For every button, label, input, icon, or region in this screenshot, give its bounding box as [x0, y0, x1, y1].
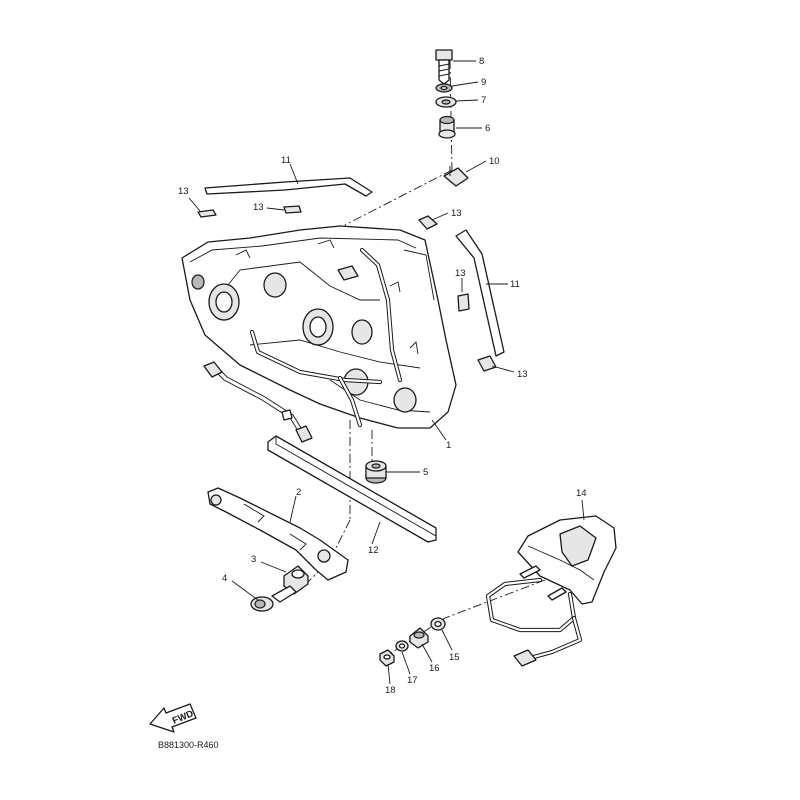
part-16-grommet	[409, 627, 429, 649]
part-13-pads	[197, 205, 497, 372]
diagram-code: B881300-R460	[158, 740, 219, 750]
label-18: 18	[385, 685, 396, 696]
label-13-d: 13	[455, 268, 466, 279]
label-15: 15	[449, 652, 460, 663]
part-14-license-lamp	[485, 515, 617, 667]
label-7: 7	[481, 95, 486, 106]
part-18-nut	[379, 649, 395, 667]
label-14: 14	[576, 488, 587, 499]
label-5: 5	[423, 467, 428, 478]
label-16: 16	[429, 663, 440, 674]
part-8-bolt	[435, 49, 453, 85]
part-10-nut-clip	[443, 166, 469, 187]
label-9: 9	[481, 77, 486, 88]
label-1: 1	[446, 440, 451, 451]
fwd-arrow-icon: FWD	[149, 703, 197, 733]
label-13-c: 13	[451, 208, 462, 219]
label-8: 8	[479, 56, 484, 67]
label-13-e: 13	[517, 369, 528, 380]
part-1-tail-light-housing	[181, 225, 457, 429]
label-11-side: 11	[510, 279, 520, 290]
label-13-b: 13	[253, 202, 264, 213]
part-9-washer	[435, 83, 453, 93]
wire-harness-left	[203, 361, 313, 443]
part-17-washer	[395, 640, 409, 652]
label-3: 3	[251, 554, 256, 565]
part-11-upper-strip	[204, 177, 373, 197]
label-13-a: 13	[178, 186, 189, 197]
label-17: 17	[407, 675, 418, 686]
leader-lines	[188, 60, 585, 685]
part-5-grommet	[365, 460, 387, 484]
label-12: 12	[368, 545, 379, 556]
part-11-side-strip	[455, 229, 505, 357]
label-2: 2	[296, 487, 301, 498]
label-6: 6	[485, 123, 490, 134]
callout-labels: 8 9 7 6 10 11 13 13 13 13 11 13 1 5 2 12…	[178, 56, 587, 696]
part-12-bar	[267, 435, 437, 543]
part-4-bolt	[250, 585, 297, 612]
part-6-collar	[438, 115, 456, 139]
part-2-bracket	[207, 487, 349, 581]
label-4: 4	[222, 573, 227, 584]
part-7-washer	[435, 96, 457, 108]
part-15-collar	[430, 617, 446, 631]
label-10: 10	[489, 156, 500, 167]
label-11-upper: 11	[281, 155, 291, 166]
